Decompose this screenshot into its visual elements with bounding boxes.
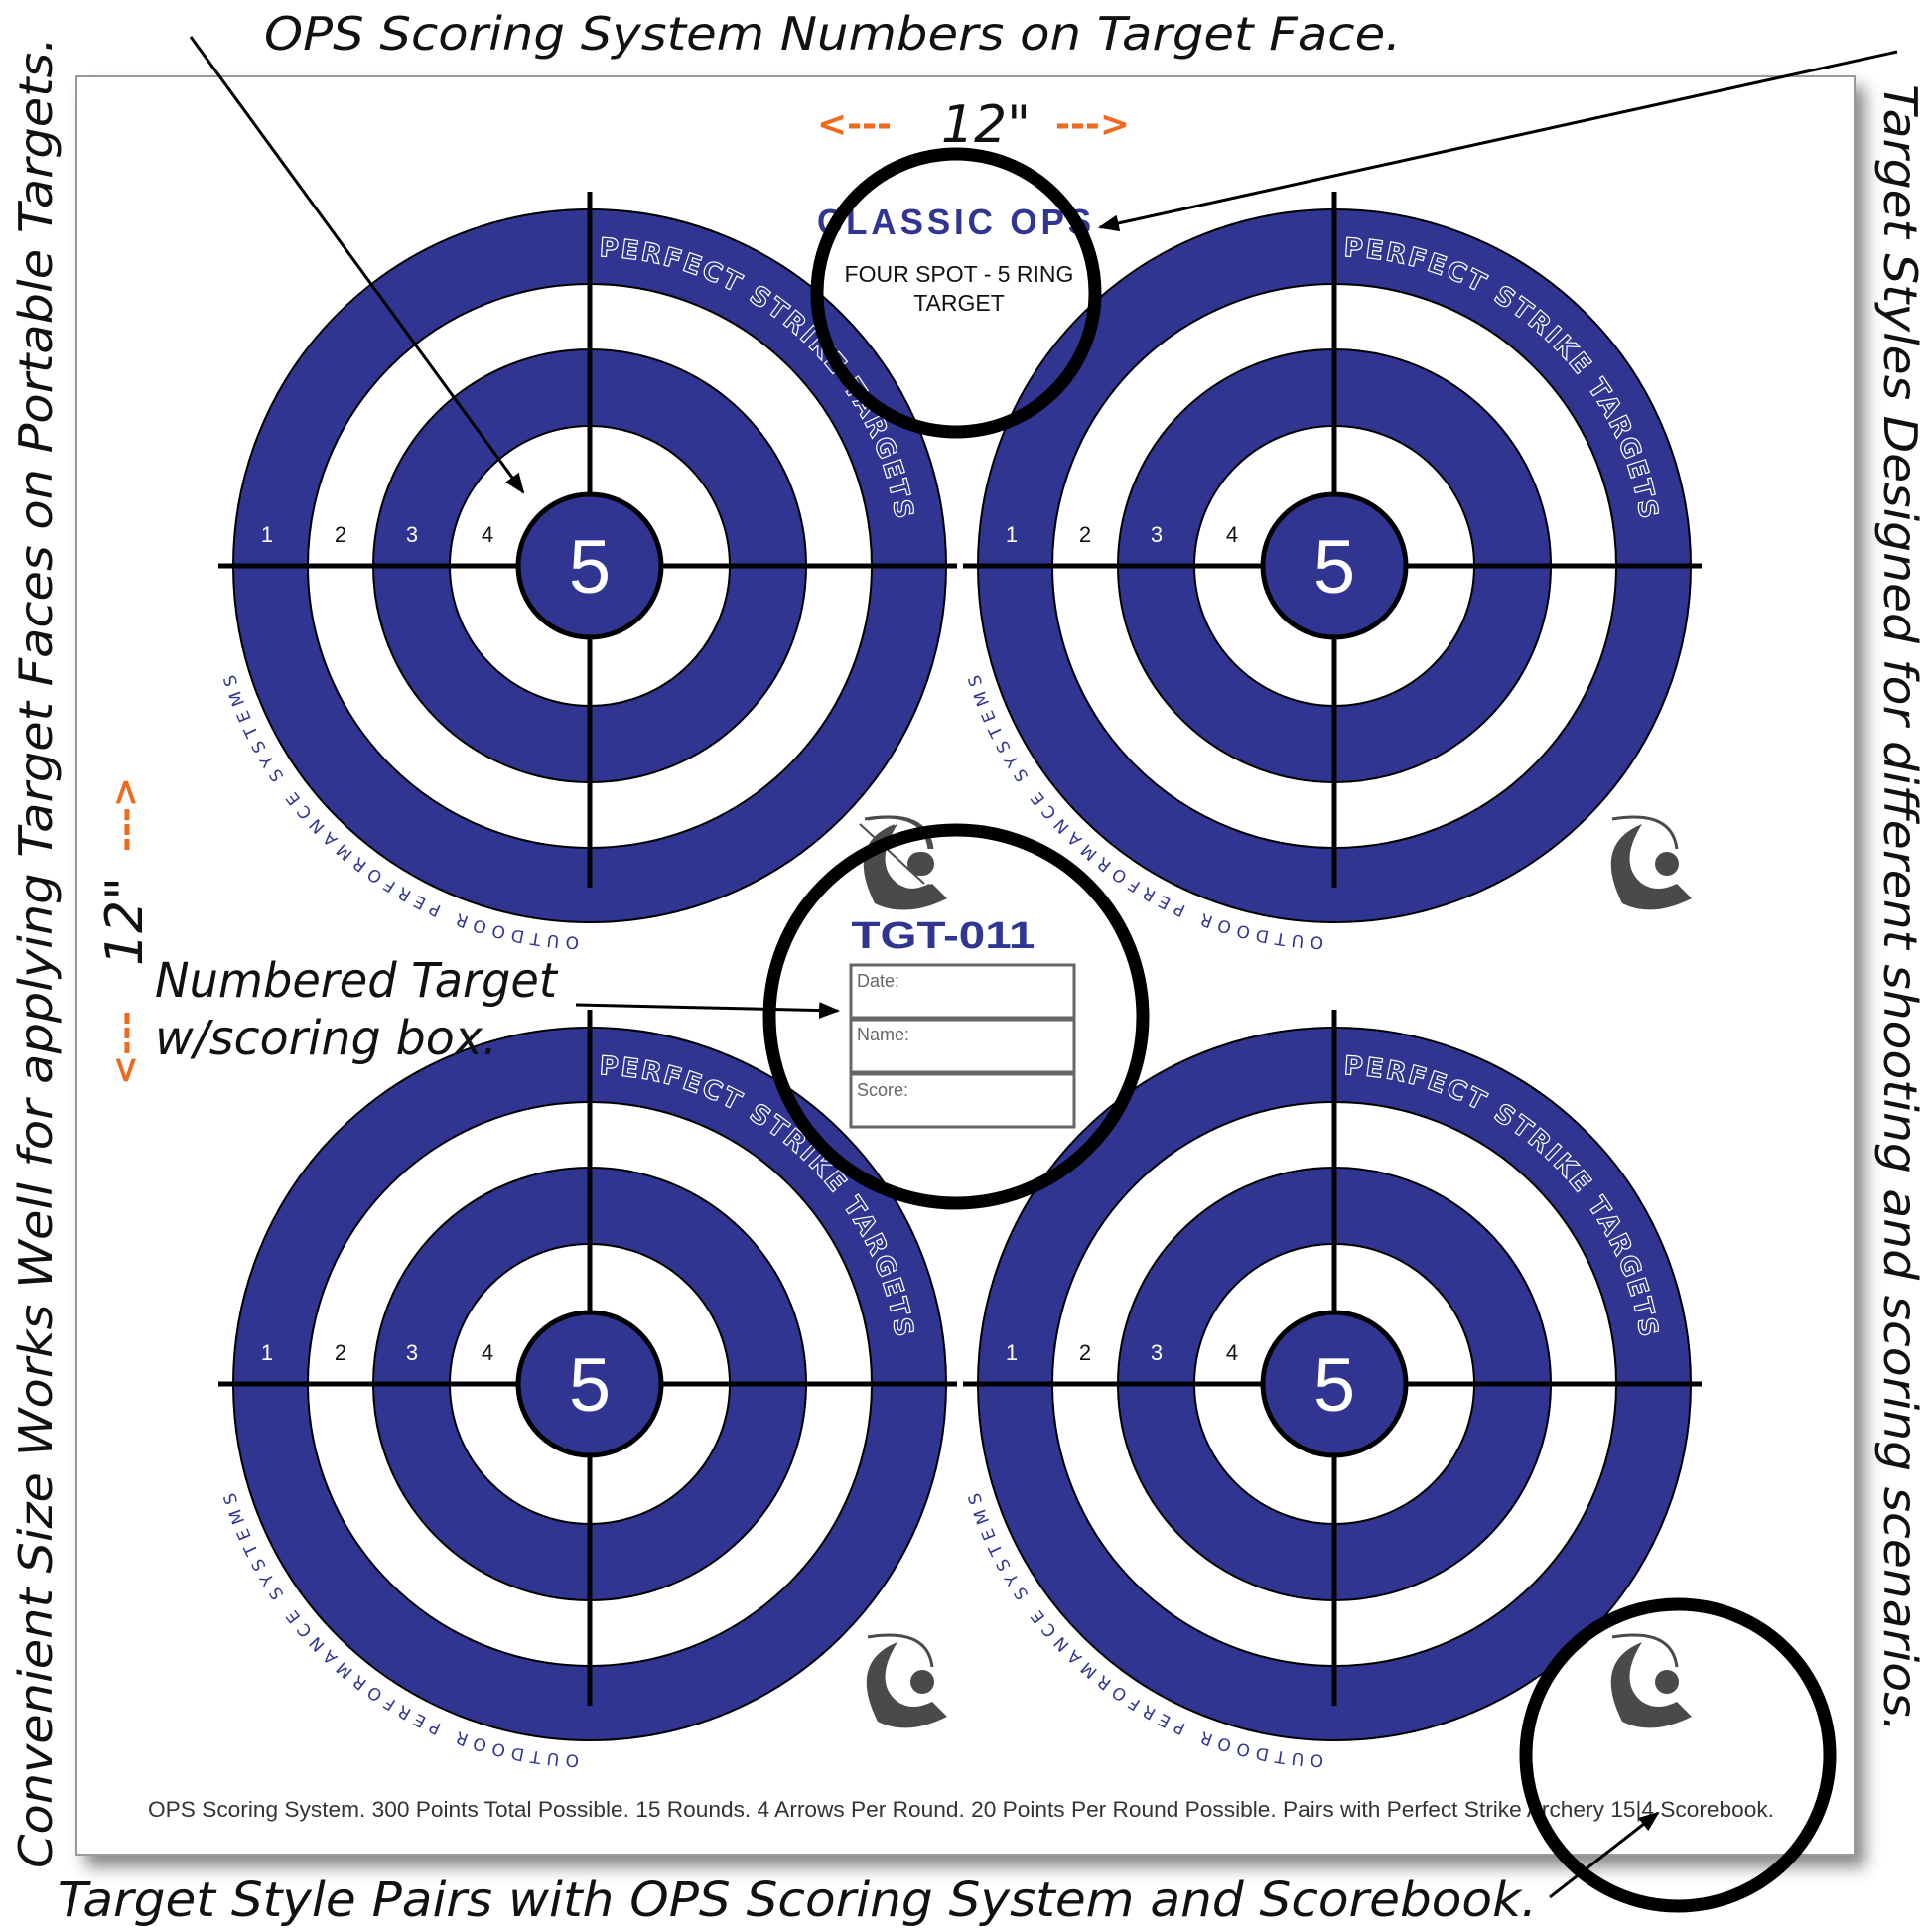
archer-bow — [867, 1633, 934, 1668]
bullseye-number: 5 — [1313, 1343, 1355, 1428]
ring-number-1: 1 — [1006, 522, 1018, 547]
bullseye-number: 5 — [569, 525, 611, 610]
ring-number-2: 2 — [1079, 522, 1091, 547]
ring-number-4: 4 — [1226, 522, 1238, 547]
archer-head — [910, 1670, 934, 1694]
archer-logo-icon — [1610, 815, 1692, 910]
archer-body — [1610, 824, 1692, 910]
archer-body — [1610, 1642, 1692, 1728]
bullseye-number: 5 — [1313, 525, 1355, 610]
score-box-name[interactable] — [849, 1018, 1076, 1074]
height-arrow-left: <--- — [105, 1011, 146, 1085]
bullseye — [1260, 1310, 1409, 1458]
width-size-label: 12" — [941, 95, 1031, 155]
height-dimension: <--- 12" ---> — [95, 777, 155, 1085]
ring-number-4: 4 — [1226, 1340, 1238, 1365]
arrow-to-scorebook — [1549, 1811, 1660, 1899]
highlight-circle-title — [810, 147, 1102, 439]
ring-number-4: 4 — [482, 522, 493, 547]
date-label: Date: — [857, 971, 899, 991]
annotation-numbered-line2: w/scoring box. — [155, 1011, 497, 1066]
arrow-to-ring-numbers — [189, 36, 525, 494]
ring-number-1: 1 — [261, 1340, 273, 1365]
score-label: Score: — [857, 1080, 908, 1100]
annotation-bottom: Target Style Pairs with OPS Scoring Syst… — [58, 1872, 1537, 1928]
scoring-box-panel: TGT-011 Date: Name: Score: — [849, 815, 1076, 1129]
classic-ops-label: CLASSIC OPS FOUR SPOT - 5 RING TARGET — [817, 202, 1095, 316]
annotation-numbered-line1: Numbered Target — [155, 953, 559, 1009]
archer-bow — [1611, 1633, 1679, 1668]
highlight-circle-scorebox — [762, 823, 1150, 1210]
brand-title: CLASSIC OPS — [817, 202, 1095, 242]
archer-body — [866, 1642, 947, 1728]
archer-bow — [1611, 815, 1679, 850]
bullseye-number: 5 — [569, 1343, 611, 1428]
width-dimension: <--- 12" ---> — [817, 95, 1130, 155]
ring-number-2: 2 — [335, 1340, 346, 1365]
target-id: TGT-011 — [852, 915, 1035, 957]
ring-number-3: 3 — [406, 1340, 418, 1365]
subtitle-line2: TARGET — [913, 290, 1005, 316]
archer-head — [1655, 852, 1679, 876]
score-box-date[interactable] — [849, 963, 1076, 1020]
height-size-label: 12" — [95, 877, 155, 966]
subtitle-line1: FOUR SPOT - 5 RING — [845, 261, 1074, 287]
arrow-to-scorebox — [575, 1002, 841, 1019]
ring-number-1: 1 — [261, 522, 273, 547]
ring-number-2: 2 — [335, 522, 346, 547]
highlight-circle-scorebook — [1519, 1597, 1837, 1913]
width-arrow-left: <--- — [817, 104, 892, 145]
ring-number-2: 2 — [1079, 1340, 1091, 1365]
bullseye — [515, 491, 664, 640]
archer-logo-icon — [866, 1633, 947, 1728]
archer-logo-icon — [1610, 1633, 1692, 1728]
height-arrow-right: ---> — [105, 777, 146, 852]
archer-head — [1655, 1670, 1679, 1694]
ring-number-4: 4 — [482, 1340, 493, 1365]
name-label: Name: — [857, 1025, 909, 1044]
annotation-left: Convenient Size Works Well for applying … — [9, 37, 63, 1868]
ring-number-3: 3 — [406, 522, 418, 547]
score-box: Date: Name: Score: — [849, 963, 1076, 1129]
ring-number-3: 3 — [1151, 1340, 1163, 1365]
bullseye — [1260, 491, 1409, 640]
annotation-right: Target Styles Designed for different sho… — [1873, 84, 1927, 1732]
footer-text: OPS Scoring System. 300 Points Total Pos… — [148, 1797, 1774, 1822]
bullseye — [515, 1310, 664, 1458]
ring-number-3: 3 — [1151, 522, 1163, 547]
annotation-top: OPS Scoring System Numbers on Target Fac… — [264, 7, 1401, 61]
arrow-to-title — [1097, 50, 1898, 232]
ring-number-1: 1 — [1006, 1340, 1018, 1365]
width-arrow-right: ---> — [1055, 104, 1130, 145]
score-box-score[interactable] — [849, 1072, 1076, 1129]
